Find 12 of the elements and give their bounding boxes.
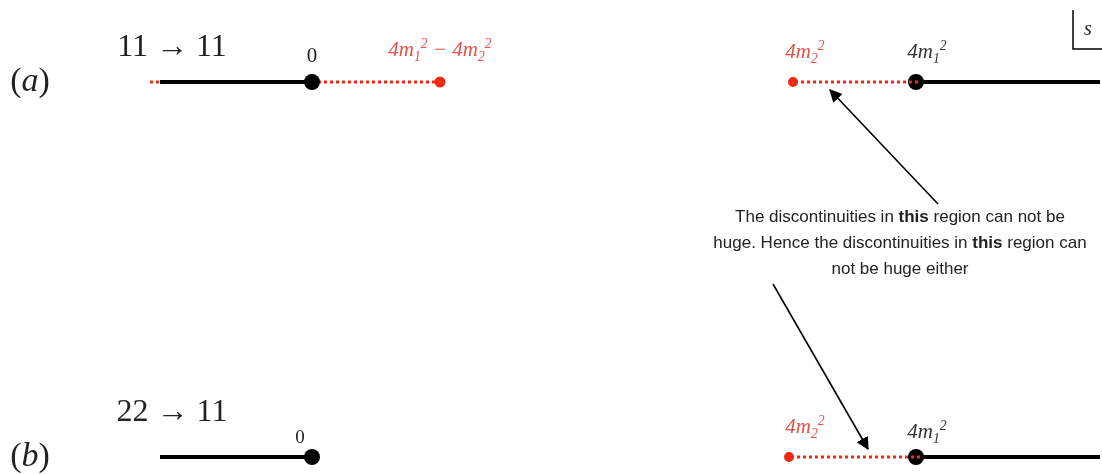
arrow [829,89,939,205]
math-label: s [1084,18,1092,38]
math-label: 11 → 11 [117,29,227,61]
dotted-segment [788,75,920,89]
panel-label: (b) [10,438,50,472]
math-label: 22 → 11 [116,394,228,426]
math-label: 0 [295,426,305,446]
dotted-segment [784,450,920,464]
callout-text: The discontinuities in this region can not be huge. Hence the discontinuities in this region can not be huge either [712,206,1088,280]
math-label: 0 [306,44,318,66]
arrow [772,283,869,451]
panel-label: (a) [10,63,50,97]
